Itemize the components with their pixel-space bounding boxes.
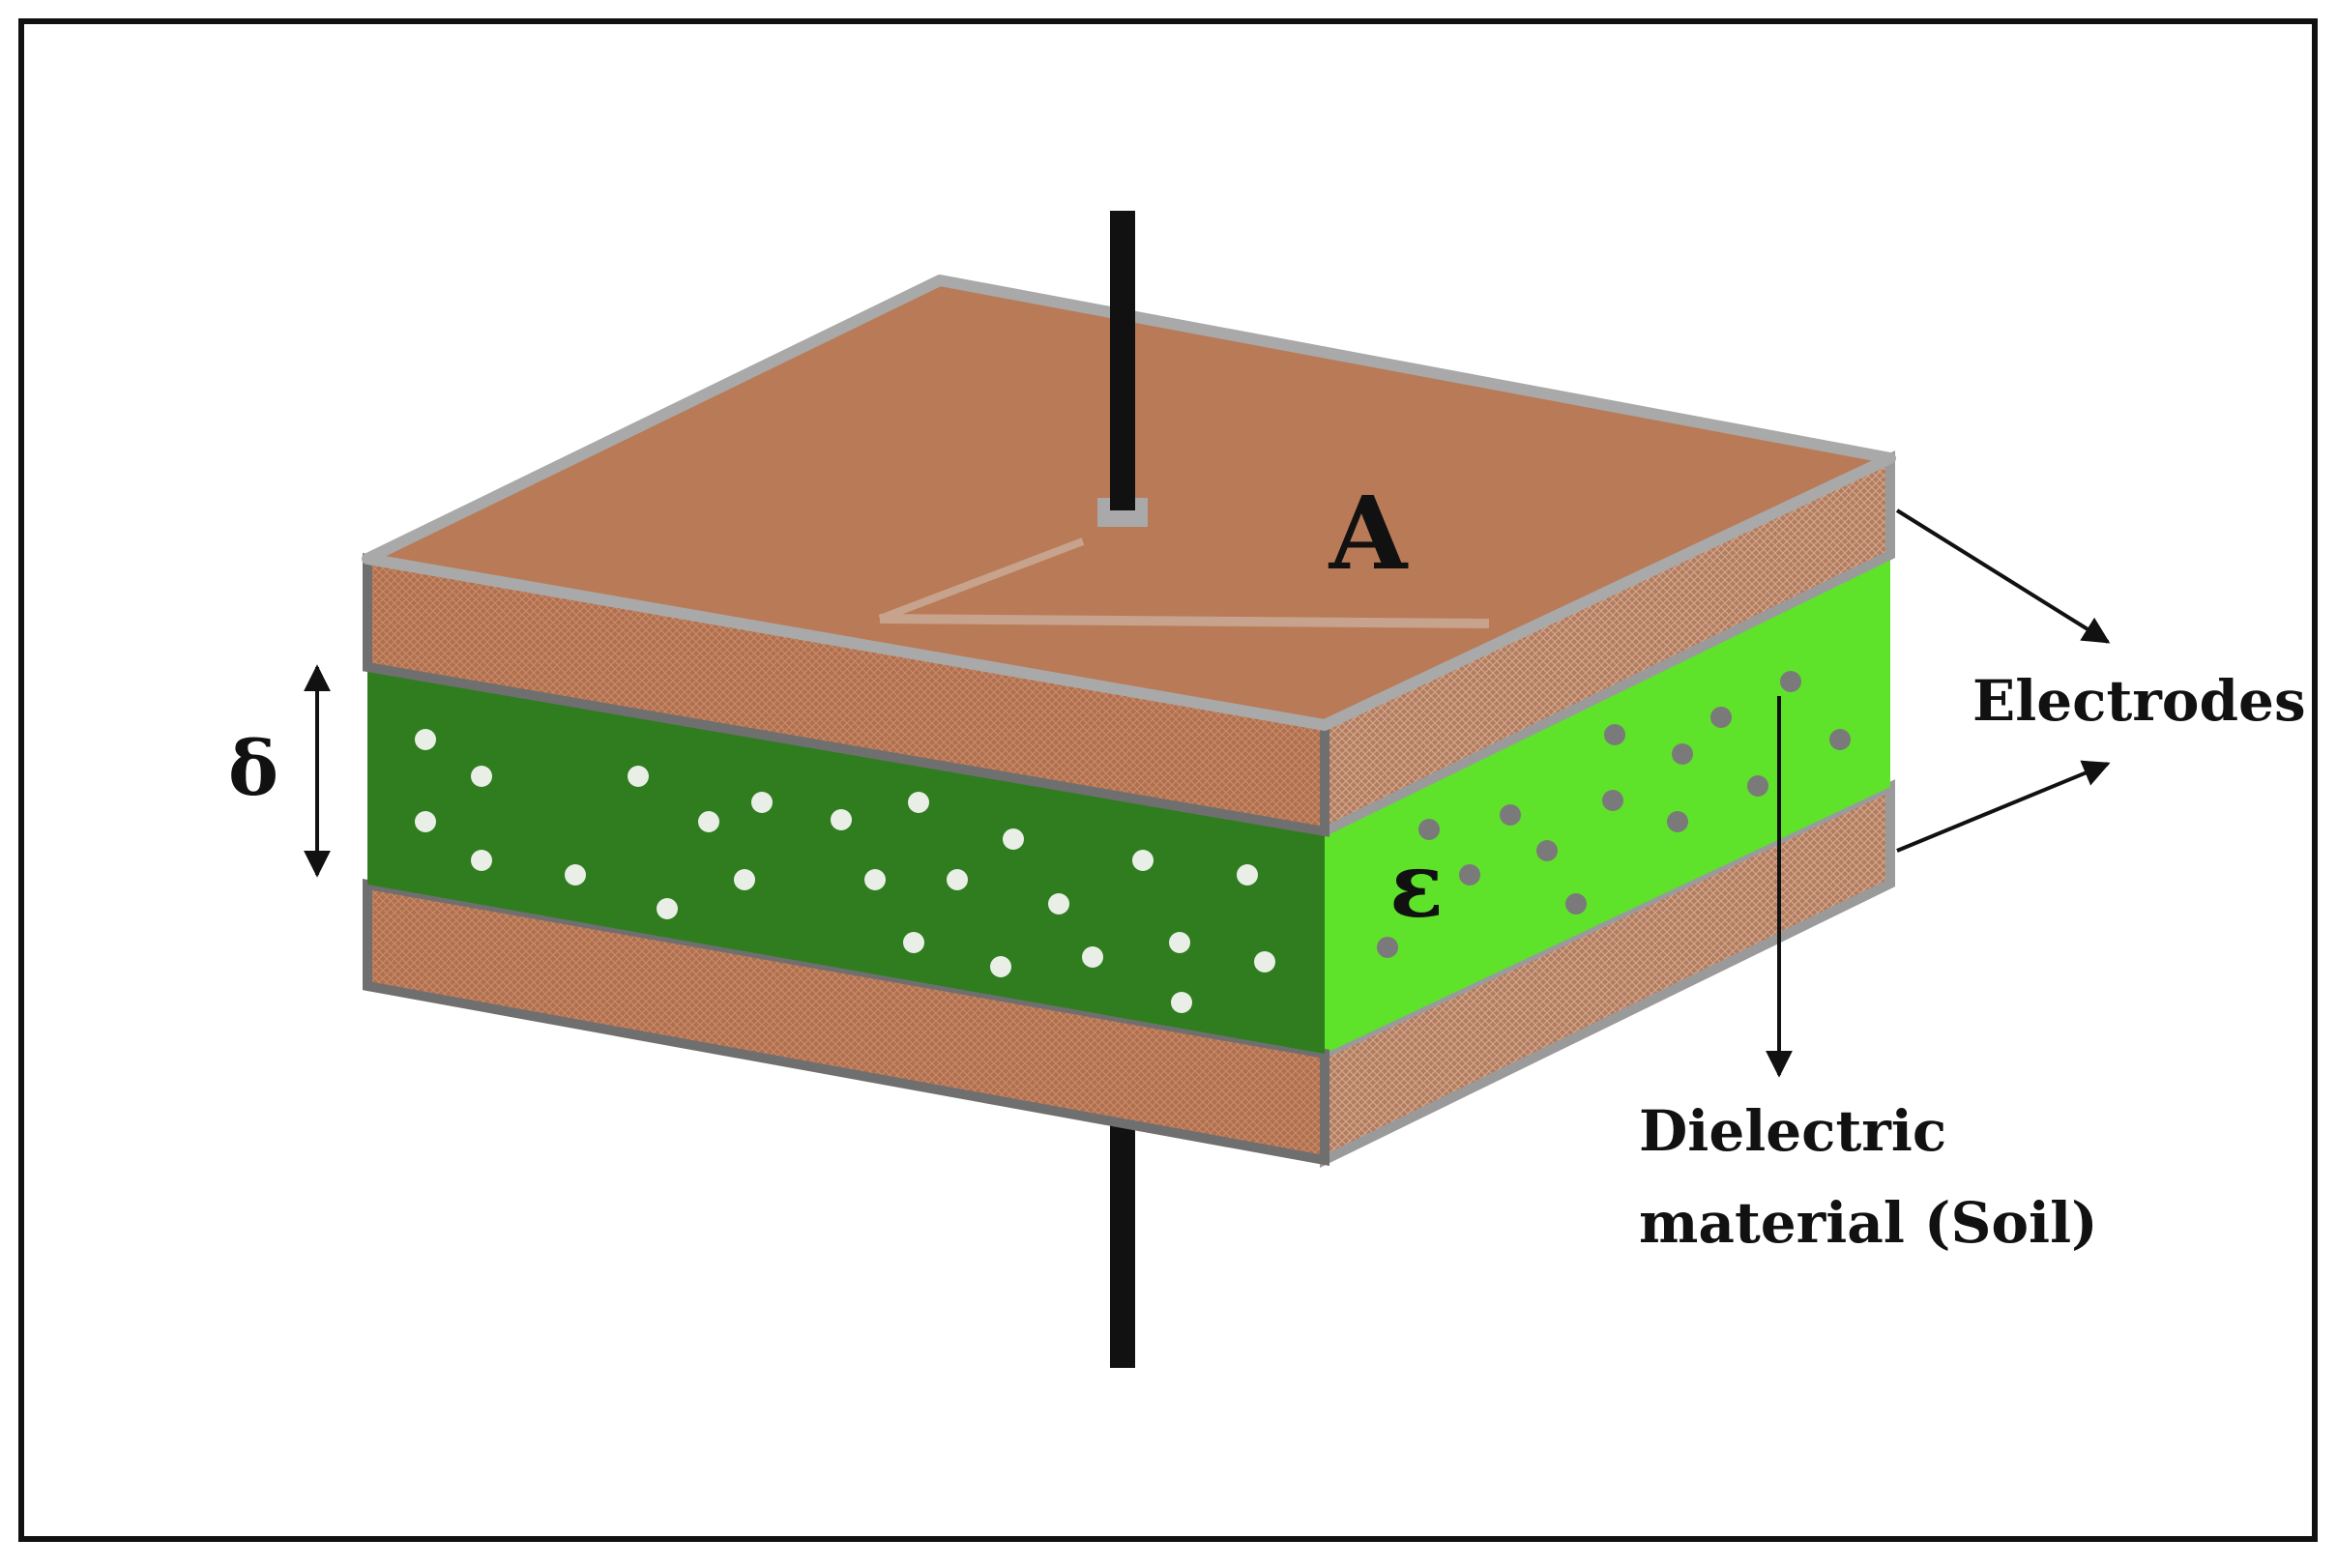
particle-front [657,898,678,919]
particle-front [1082,946,1103,968]
particle-side [1459,864,1480,886]
particle-side [1604,724,1625,745]
dielectric-particles-side [1377,671,1851,958]
particle-front [698,811,719,832]
particle-side [1377,937,1398,958]
particle-side [1565,893,1587,915]
permittivity-label: ε [1389,833,1444,938]
particle-front [471,766,492,787]
particle-front [1169,932,1190,953]
particle-front [864,869,886,890]
particle-front [415,811,436,832]
particle-front [1048,893,1069,915]
thickness-label: δ [228,725,278,813]
particle-side [1829,729,1851,750]
particle-front [751,792,773,813]
particle-front [415,729,436,750]
particle-front [1132,850,1154,871]
particle-side [1500,804,1521,826]
electrodes-arrow-bottom [1896,760,2111,853]
top-face-streak-2 [878,537,1085,623]
bottom-lead [1110,1112,1135,1368]
dielectric-label-line2: material (Soil) [1639,1190,2098,1256]
electrodes-label: Electrodes [1972,668,2306,734]
particle-front [990,956,1011,977]
dielectric-particles-front [415,729,1275,1013]
particle-front [565,864,586,886]
particle-front [947,869,968,890]
particle-front [1003,828,1024,850]
particle-side [1747,775,1768,797]
electrodes-arrow-top [1895,508,2111,644]
top-face-streak [879,614,1490,628]
particle-front [1171,992,1192,1013]
particle-side [1418,819,1440,840]
figure-frame [18,18,2318,1542]
particle-side [1667,811,1688,832]
dielectric-label-line1: Dielectric [1639,1098,1946,1164]
particle-side [1710,707,1732,728]
particle-front [734,869,755,890]
particle-front [471,850,492,871]
top-lead [1110,211,1135,510]
particle-side [1536,840,1558,861]
area-label: A [1329,474,1409,593]
particle-front [628,766,649,787]
particle-side [1672,743,1693,765]
particle-front [831,809,852,830]
particle-side [1780,671,1801,692]
particle-front [1254,951,1275,973]
particle-front [903,932,924,953]
particle-side [1602,790,1623,811]
particle-front [908,792,929,813]
particle-front [1237,864,1258,886]
